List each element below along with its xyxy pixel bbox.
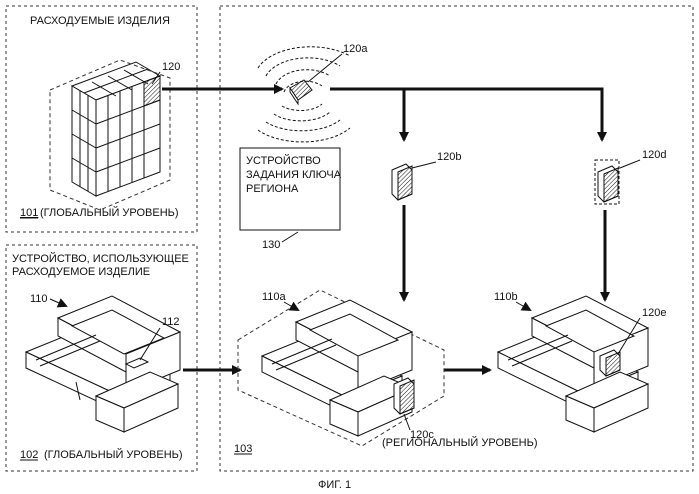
panel-device-title-1: УСТРОЙСТВО, ИСПОЛЬЗУЮЩЕЕ — [12, 252, 189, 265]
label-110b: 110b — [494, 291, 518, 303]
label-120d: 120d — [642, 149, 666, 161]
tag-120b — [392, 164, 412, 200]
label-120b: 120b — [437, 151, 461, 163]
label-120a: 120a — [343, 43, 368, 55]
tag-120c — [394, 378, 414, 414]
device-110 — [26, 296, 180, 432]
key-device-line-2: ЗАДАНИЯ КЛЮЧА — [246, 169, 342, 181]
device-110a — [262, 300, 412, 436]
panel-device-title-2: РАСХОДУЕМОЕ ИЗДЕЛИЕ — [12, 266, 150, 278]
level-102-number: 102 — [20, 449, 38, 461]
level-103-text: (РЕГИОНАЛЬНЫЙ УРОВЕНЬ) — [382, 436, 538, 449]
level-102-text: (ГЛОБАЛЬНЫЙ УРОВЕНЬ) — [44, 448, 183, 461]
key-device-line-3: РЕГИОНА — [246, 183, 299, 195]
ref-110: 110 — [30, 293, 48, 305]
figure-caption: ФИГ. 1 — [318, 479, 351, 491]
level-101-number: 101 — [20, 207, 38, 219]
ref-130: 130 — [262, 239, 280, 251]
tag-120d — [595, 160, 619, 204]
label-120e: 120e — [642, 307, 666, 319]
device-110b — [498, 296, 648, 432]
panel-consumables-level: 101 — [20, 207, 38, 219]
ref-112: 112 — [162, 316, 180, 328]
key-device-line-1: УСТРОЙСТВО — [246, 154, 321, 167]
label-110a: 110a — [262, 291, 287, 303]
panel-consumables-title: РАСХОДУЕМЫЕ ИЗДЕЛИЯ — [30, 15, 170, 27]
ref-120: 120 — [162, 61, 180, 73]
consumables-stack — [72, 62, 160, 196]
level-103-number: 103 — [234, 443, 252, 455]
level-101-text: (ГЛОБАЛЬНЫЙ УРОВЕНЬ) — [40, 206, 179, 219]
arrow-to-120d — [330, 89, 602, 140]
